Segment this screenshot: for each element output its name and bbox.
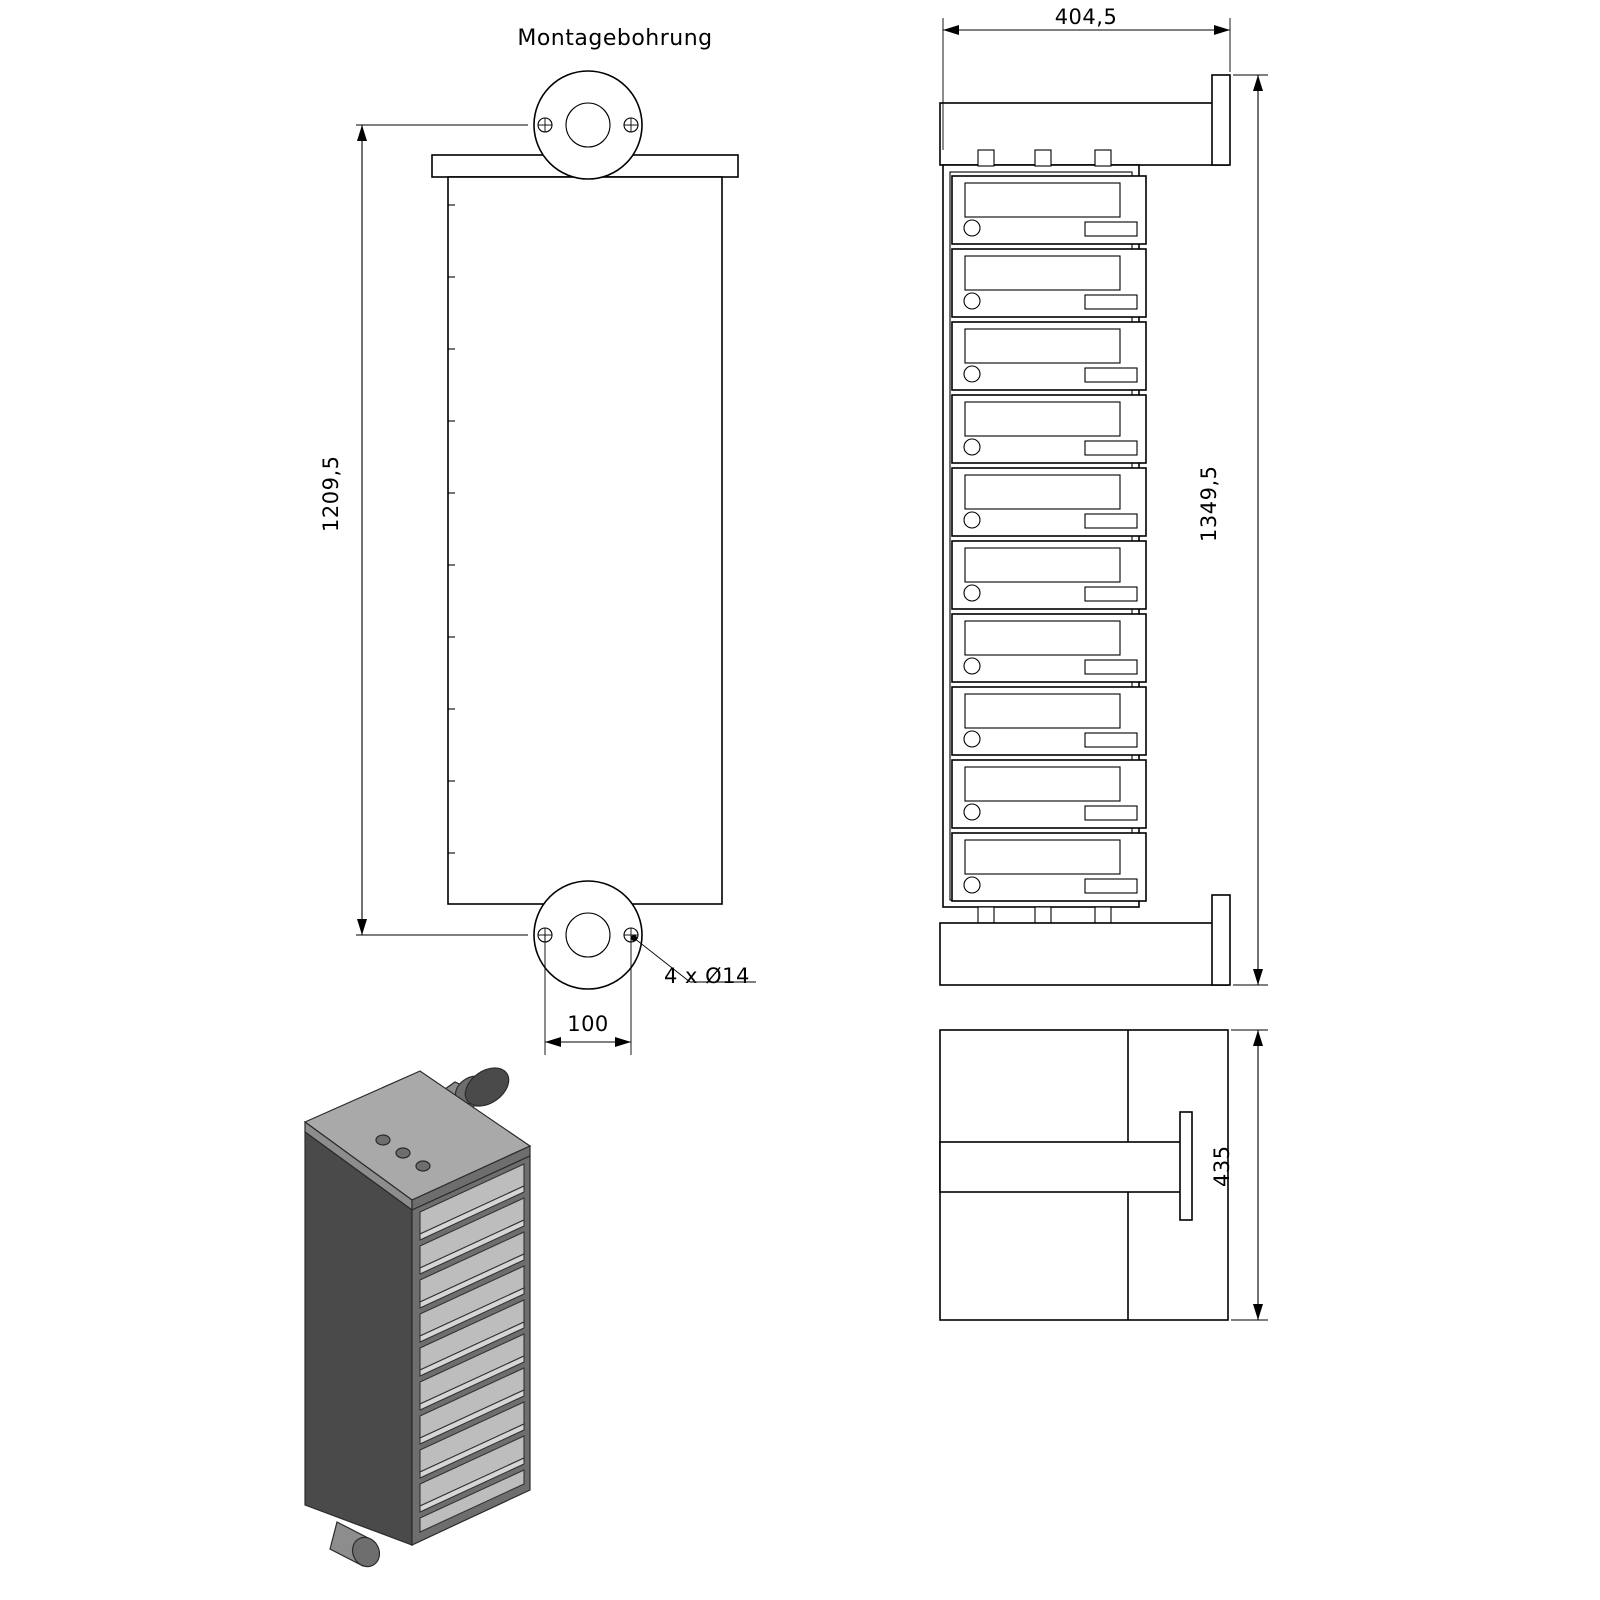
side-bottom-fasteners — [977, 906, 1112, 924]
top-view-group — [939, 1029, 1268, 1321]
iso-top-fasteners — [375, 1134, 431, 1172]
dim-top-depth — [1231, 1029, 1268, 1321]
mailbox-module — [951, 832, 1147, 902]
side-view-group — [939, 18, 1268, 986]
mailbox-module — [951, 613, 1147, 683]
montagebohrung-label: Montagebohrung — [517, 26, 713, 51]
mailbox-module — [951, 248, 1147, 318]
top-view-wallplate — [1179, 1111, 1193, 1221]
mailbox-module — [951, 394, 1147, 464]
mailbox-module — [951, 175, 1147, 245]
side-bottom-wallplate — [1211, 894, 1231, 986]
isometric-view-group — [303, 1067, 532, 1568]
mailbox-module — [951, 759, 1147, 829]
mailbox-module — [951, 321, 1147, 391]
dim-label-hole-note: 4 x Ø14 — [664, 964, 750, 988]
dim-label-top-depth: 435 — [1210, 1145, 1234, 1187]
dim-label-bolt-spacing: 100 — [567, 1012, 609, 1036]
dim-front-height — [356, 124, 528, 936]
iso-door-flaps — [419, 1163, 525, 1533]
dim-label-side-height: 1349,5 — [1197, 465, 1221, 542]
side-mailbox-modules — [951, 175, 1147, 902]
side-top-fasteners — [977, 149, 1112, 167]
side-top-wallplate — [1211, 74, 1231, 166]
front-box-division-ticks — [448, 204, 455, 854]
mailbox-module — [951, 686, 1147, 756]
dim-side-height — [1233, 74, 1268, 986]
mailbox-module — [951, 540, 1147, 610]
dim-label-front-height: 1209,5 — [319, 455, 343, 532]
dim-label-side-width: 404,5 — [1054, 5, 1118, 29]
dim-bolt-spacing — [544, 935, 632, 1055]
front-view-group — [356, 70, 756, 1055]
front-bottom-flange — [533, 880, 643, 990]
leader-hole-note — [631, 935, 756, 983]
front-top-flange — [533, 70, 643, 180]
top-view-bracket-arm — [939, 1141, 1191, 1193]
front-body — [447, 176, 723, 905]
side-bottom-bracket — [939, 922, 1229, 986]
iso-bottom-tube — [329, 1521, 381, 1568]
dim-side-width — [942, 18, 1231, 150]
mailbox-module — [951, 467, 1147, 537]
